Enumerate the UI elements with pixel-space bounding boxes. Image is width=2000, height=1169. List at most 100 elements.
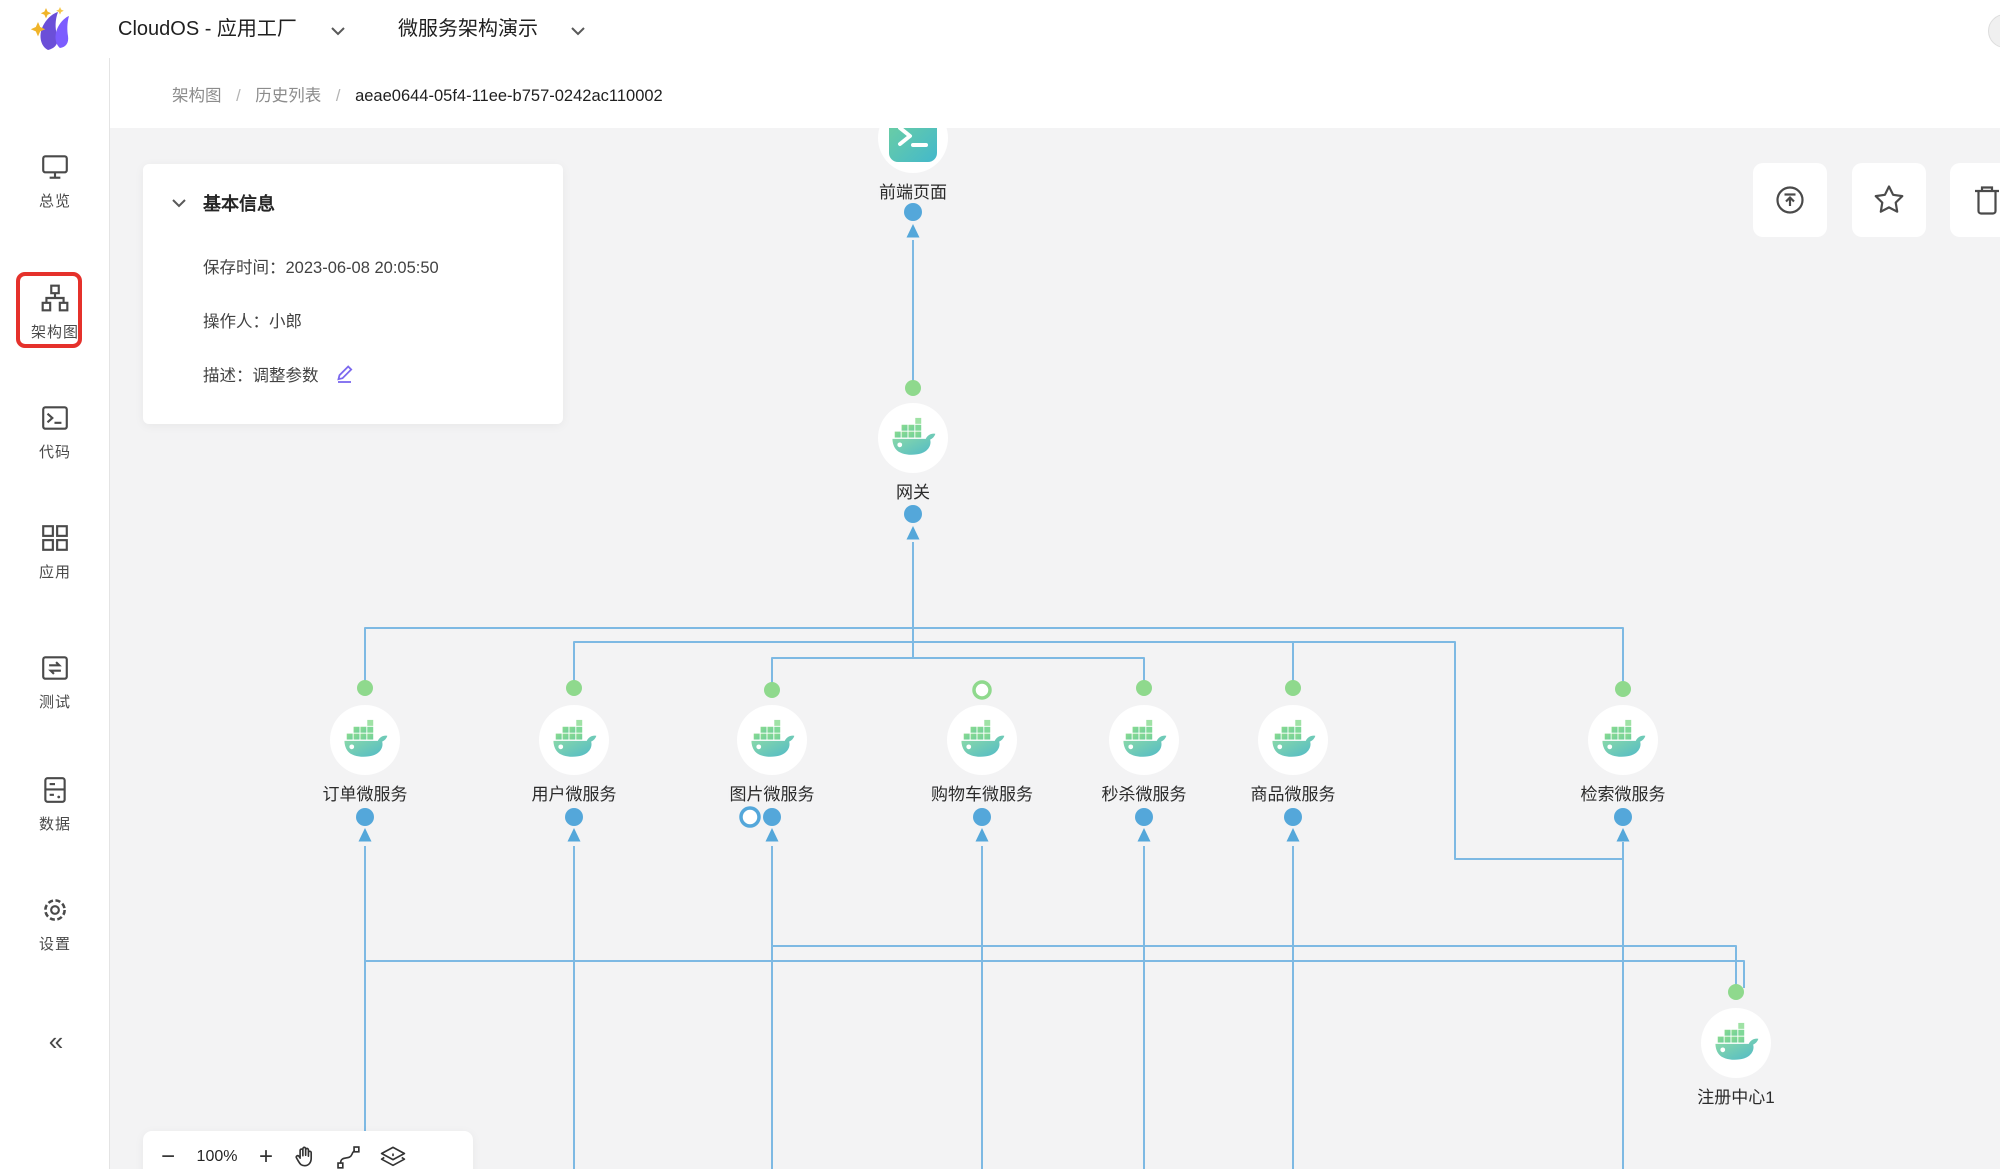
green-port[interactable] xyxy=(1136,680,1152,696)
edge-arrowhead xyxy=(1286,828,1300,842)
connector-icon xyxy=(337,1146,360,1169)
green-port[interactable] xyxy=(1285,680,1301,696)
breadcrumb-history[interactable]: 历史列表 xyxy=(255,87,322,105)
diagram-canvas[interactable]: 前端页面 网关 xyxy=(110,128,2000,1169)
docker-icon xyxy=(1123,719,1167,757)
breadcrumb-separator: / xyxy=(236,87,241,105)
zoom-out-button[interactable]: − xyxy=(161,1143,176,1169)
blue-port[interactable] xyxy=(1614,808,1632,826)
diagram-edge xyxy=(573,542,914,688)
diagram-edge xyxy=(772,945,1737,990)
blue-port[interactable] xyxy=(1135,808,1153,826)
terminal-icon xyxy=(42,406,68,430)
avatar[interactable] xyxy=(1988,14,2000,48)
node-label-seckill: 秒杀微服务 xyxy=(1101,785,1187,804)
collapse-chevron-icon[interactable] xyxy=(171,198,187,208)
node-label-gateway: 网关 xyxy=(896,483,930,502)
node-label-image: 图片微服务 xyxy=(729,785,815,804)
content-header: 架构图 / 历史列表 / aeae0644-05f4-11ee-b757-024… xyxy=(110,58,2000,128)
blue-hollow-port[interactable] xyxy=(739,806,761,828)
green-port[interactable] xyxy=(1615,681,1631,697)
diagram-node-cart[interactable] xyxy=(947,705,1017,775)
green-port[interactable] xyxy=(905,380,921,396)
docker-icon xyxy=(553,719,597,757)
sidebar-item-label: 数据 xyxy=(38,816,71,833)
edge-arrowhead xyxy=(975,828,989,842)
blue-port[interactable] xyxy=(565,808,583,826)
diagram-edge xyxy=(771,542,914,690)
blue-port[interactable] xyxy=(1284,808,1302,826)
green-port[interactable] xyxy=(566,680,582,696)
edge-arrowhead xyxy=(906,224,920,238)
breadcrumb: 架构图 / 历史列表 / aeae0644-05f4-11ee-b757-024… xyxy=(172,82,663,106)
hand-icon xyxy=(295,1146,313,1167)
edge-arrowhead xyxy=(765,828,779,842)
diagram-node-goods[interactable] xyxy=(1258,705,1328,775)
breadcrumb-architecture[interactable]: 架构图 xyxy=(172,87,222,105)
blue-port[interactable] xyxy=(973,808,991,826)
data-icon xyxy=(44,777,66,803)
node-label-goods: 商品微服务 xyxy=(1250,785,1336,804)
sidebar-item-settings[interactable]: 设置 xyxy=(0,896,110,954)
diagram-node-search[interactable] xyxy=(1588,705,1658,775)
upload-button[interactable] xyxy=(1753,163,1827,237)
sidebar-item-data[interactable]: 数据 xyxy=(0,776,110,834)
blue-port[interactable] xyxy=(904,505,922,523)
diagram-node-user[interactable] xyxy=(539,705,609,775)
diagram-node-registry1[interactable] xyxy=(1701,1008,1771,1078)
diagram-node-order[interactable] xyxy=(330,705,400,775)
sidebar-item-architecture[interactable]: 架构图 xyxy=(0,284,110,342)
zoom-in-button[interactable]: + xyxy=(259,1143,274,1169)
diagram-edges-layer xyxy=(356,203,1745,1169)
chevron-down-icon[interactable] xyxy=(570,26,586,36)
edit-description-icon[interactable] xyxy=(335,364,355,384)
favorite-button[interactable] xyxy=(1852,163,1926,237)
green-port[interactable] xyxy=(357,680,373,696)
sidebar-collapse-button[interactable]: « xyxy=(48,1026,63,1056)
docker-icon xyxy=(751,719,795,757)
blue-port[interactable] xyxy=(904,203,922,221)
trash-icon xyxy=(1975,186,1999,215)
diagram-icon xyxy=(41,284,69,312)
docker-icon xyxy=(961,719,1005,757)
edge-arrowhead xyxy=(1616,828,1630,842)
operator-label: 操作人： xyxy=(203,313,269,331)
diagram-edge xyxy=(364,542,914,688)
pan-tool-button[interactable] xyxy=(291,1144,317,1169)
node-label-frontend: 前端页面 xyxy=(879,183,947,202)
diagram-node-seckill[interactable] xyxy=(1109,705,1179,775)
sidebar-item-label: 设置 xyxy=(38,936,71,953)
edge-arrowhead xyxy=(567,828,581,842)
green-hollow-port[interactable] xyxy=(972,680,992,700)
sidebar-item-test[interactable]: 测试 xyxy=(0,654,110,712)
node-label-order: 订单微服务 xyxy=(322,785,408,804)
sidebar-item-apps[interactable]: 应用 xyxy=(0,524,110,582)
chevron-down-icon[interactable] xyxy=(330,26,346,36)
workspace-switcher[interactable]: CloudOS - 应用工厂 xyxy=(118,18,297,40)
apps-icon xyxy=(42,525,68,551)
sidebar-item-code[interactable]: 代码 xyxy=(0,404,110,462)
layers-tool-button[interactable] xyxy=(379,1144,407,1169)
sidebar: 总览 架构图 代码 应用 测试 xyxy=(0,58,110,1169)
green-port[interactable] xyxy=(1728,984,1744,1000)
blue-port[interactable] xyxy=(763,808,781,826)
project-switcher[interactable]: 微服务架构演示 xyxy=(398,18,538,40)
green-port[interactable] xyxy=(764,682,780,698)
blue-port[interactable] xyxy=(356,808,374,826)
diagram-edge xyxy=(912,542,1294,688)
gear-icon xyxy=(44,899,66,921)
zoom-level: 100% xyxy=(196,1148,238,1165)
edge-arrowhead xyxy=(1137,828,1151,842)
docker-icon xyxy=(344,719,388,757)
monitor-icon xyxy=(42,155,68,179)
diagram-node-gateway[interactable] xyxy=(878,403,948,473)
sidebar-item-label: 架构图 xyxy=(30,324,79,341)
zoom-toolbar: − 100% + xyxy=(143,1131,473,1169)
connector-tool-button[interactable] xyxy=(335,1144,361,1169)
delete-button[interactable] xyxy=(1950,163,2000,237)
save-time-row: 保存时间：2023-06-08 20:05:50 xyxy=(203,254,439,278)
diagram-node-image[interactable] xyxy=(737,705,807,775)
docker-icon xyxy=(1602,719,1646,757)
basic-info-card: 基本信息 保存时间：2023-06-08 20:05:50 操作人：小郎 描述：… xyxy=(143,164,563,424)
sidebar-item-overview[interactable]: 总览 xyxy=(0,153,110,211)
